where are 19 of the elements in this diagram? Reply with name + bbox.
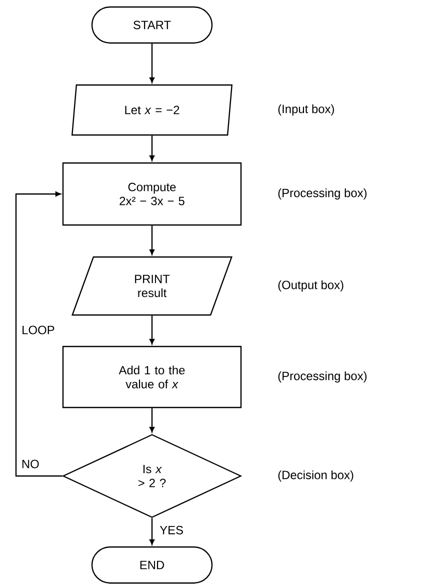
arrow [150, 316, 154, 344]
loop-label: LOOP [20, 324, 56, 336]
arrow [150, 408, 154, 432]
edge-label: NO [20, 458, 40, 470]
box-type-label: (Output box) [278, 280, 344, 292]
process-box: Compute 2x² − 3x − 5 [62, 162, 242, 226]
terminal-box: END [91, 546, 213, 584]
arrow [150, 136, 154, 161]
arrow [15, 192, 62, 477]
terminal-box: START [91, 6, 213, 44]
box-type-label: (Decision box) [278, 470, 354, 482]
box-type-label: (Processing box) [278, 371, 367, 383]
edge-label: YES [158, 524, 184, 536]
box-type-label: (Input box) [278, 104, 334, 116]
box-type-label: (Processing box) [278, 188, 367, 200]
arrow [150, 226, 154, 255]
arrow [150, 44, 154, 83]
process-box: Add 1 to the value of x [62, 346, 242, 408]
arrow [150, 518, 154, 545]
